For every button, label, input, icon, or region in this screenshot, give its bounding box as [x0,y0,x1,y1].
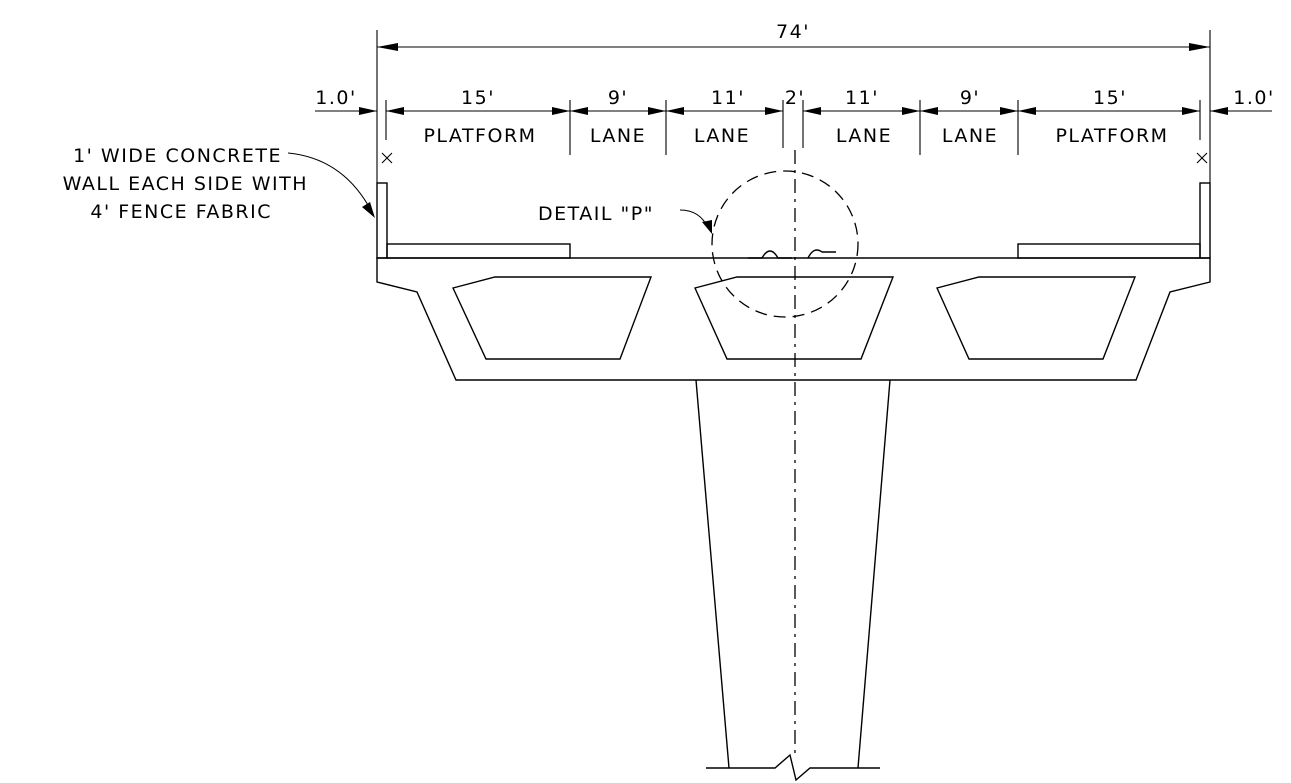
right-offset-label: 1.0' [1233,87,1274,109]
deck-top-elements [376,182,1211,259]
segment-label: 2' [785,87,805,109]
wall-note-line: 4' FENCE FABRIC [90,201,272,223]
box-girder [376,257,1211,381]
wall-note-line: 1' WIDE CONCRETE [73,145,282,167]
zone-label: LANE [694,125,750,147]
segment-label: 11' [711,87,745,109]
zone-label: PLATFORM [1055,125,1168,147]
segment-label: 9' [608,87,628,109]
wall-note: 1' WIDE CONCRETE WALL EACH SIDE WITH 4' … [63,145,375,223]
overall-dimension: 74' [376,21,1211,140]
detail-circle [711,170,859,318]
detail-callout: DETAIL "P" [538,203,712,234]
overall-dimension-label: 74' [776,21,810,43]
zone-label: LANE [836,125,892,147]
segment-label: 9' [960,87,980,109]
fence-markers [376,140,1211,183]
segment-label: 15' [1093,87,1127,109]
zone-label: LANE [942,125,998,147]
segment-dimensions: 1.0' 1.0' 15' 9' 11' 2' 11' 9' 15' PLATF… [315,87,1274,155]
detail-label: DETAIL "P" [538,203,654,225]
segment-label: 15' [461,87,495,109]
left-offset-label: 1.0' [315,87,356,109]
segment-label: 11' [845,87,879,109]
pier-column [695,379,891,782]
zone-label: LANE [590,125,646,147]
zone-label: PLATFORM [423,125,536,147]
wall-note-line: WALL EACH SIDE WITH [63,173,308,195]
